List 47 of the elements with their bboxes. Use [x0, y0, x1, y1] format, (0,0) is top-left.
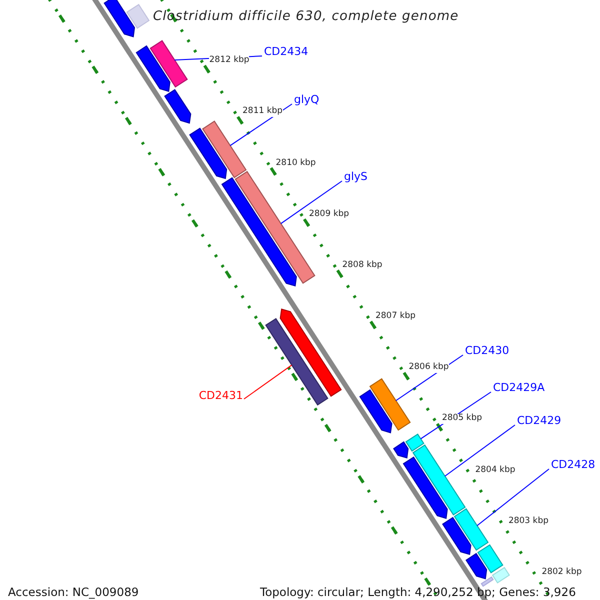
gene-bar	[442, 516, 472, 556]
gene-bar	[265, 318, 328, 406]
leader-line	[444, 424, 516, 477]
position-label: 2804 kbp	[475, 466, 516, 476]
gene-bar	[466, 552, 488, 580]
gene-label: CD2429	[517, 415, 562, 428]
leader-line	[280, 180, 342, 224]
gene-label: CD2428	[551, 459, 596, 472]
gene-bar	[480, 576, 494, 587]
position-label: 2808 kbp	[342, 260, 382, 270]
gene-bar	[126, 4, 150, 29]
gene-bar	[164, 89, 192, 124]
accession-label: Accession: NC_009089	[8, 586, 139, 599]
gene-bar	[492, 566, 510, 584]
gene-label: glyS	[344, 171, 368, 184]
gene-label: CD2431	[198, 390, 243, 402]
gene-bar	[412, 444, 466, 516]
gene-bar	[136, 45, 170, 92]
position-label: 2803 kbp	[508, 516, 549, 526]
gene-bar	[221, 177, 297, 287]
leader-line	[244, 364, 292, 400]
gene-bar	[393, 441, 409, 459]
gene-bar	[359, 389, 392, 434]
position-label: 2812 kbp	[209, 56, 250, 66]
gene-label: CD2429A	[493, 382, 545, 394]
gene-bar	[280, 308, 342, 397]
position-label: 2809 kbp	[308, 210, 350, 220]
position-label: 2806 kbp	[408, 363, 449, 373]
position-label: 2811 kbp	[242, 107, 283, 117]
gene-bar	[202, 120, 247, 178]
gene-bar	[402, 456, 448, 519]
leader-line	[476, 468, 550, 526]
gene-bar	[104, 0, 136, 38]
position-label: 2802 kbp	[542, 568, 582, 578]
genome-info-label: Topology: circular; Length: 4,290,252 bp; Genes: 3,926	[260, 586, 576, 599]
position-label: 2805 kbp	[442, 414, 482, 424]
gene-bar	[477, 544, 504, 574]
gene-bar	[454, 508, 489, 551]
gene-bar	[150, 40, 188, 88]
gene-bar	[405, 434, 424, 452]
gene-label: CD2434	[264, 46, 308, 58]
position-label: 2807 kbp	[375, 312, 416, 322]
gene-label: glyQ	[294, 94, 320, 106]
gene-bar	[189, 128, 228, 180]
position-label: 2810 kbp	[276, 158, 316, 168]
gene-label: CD2430	[465, 345, 510, 358]
gene-bar	[369, 378, 411, 431]
